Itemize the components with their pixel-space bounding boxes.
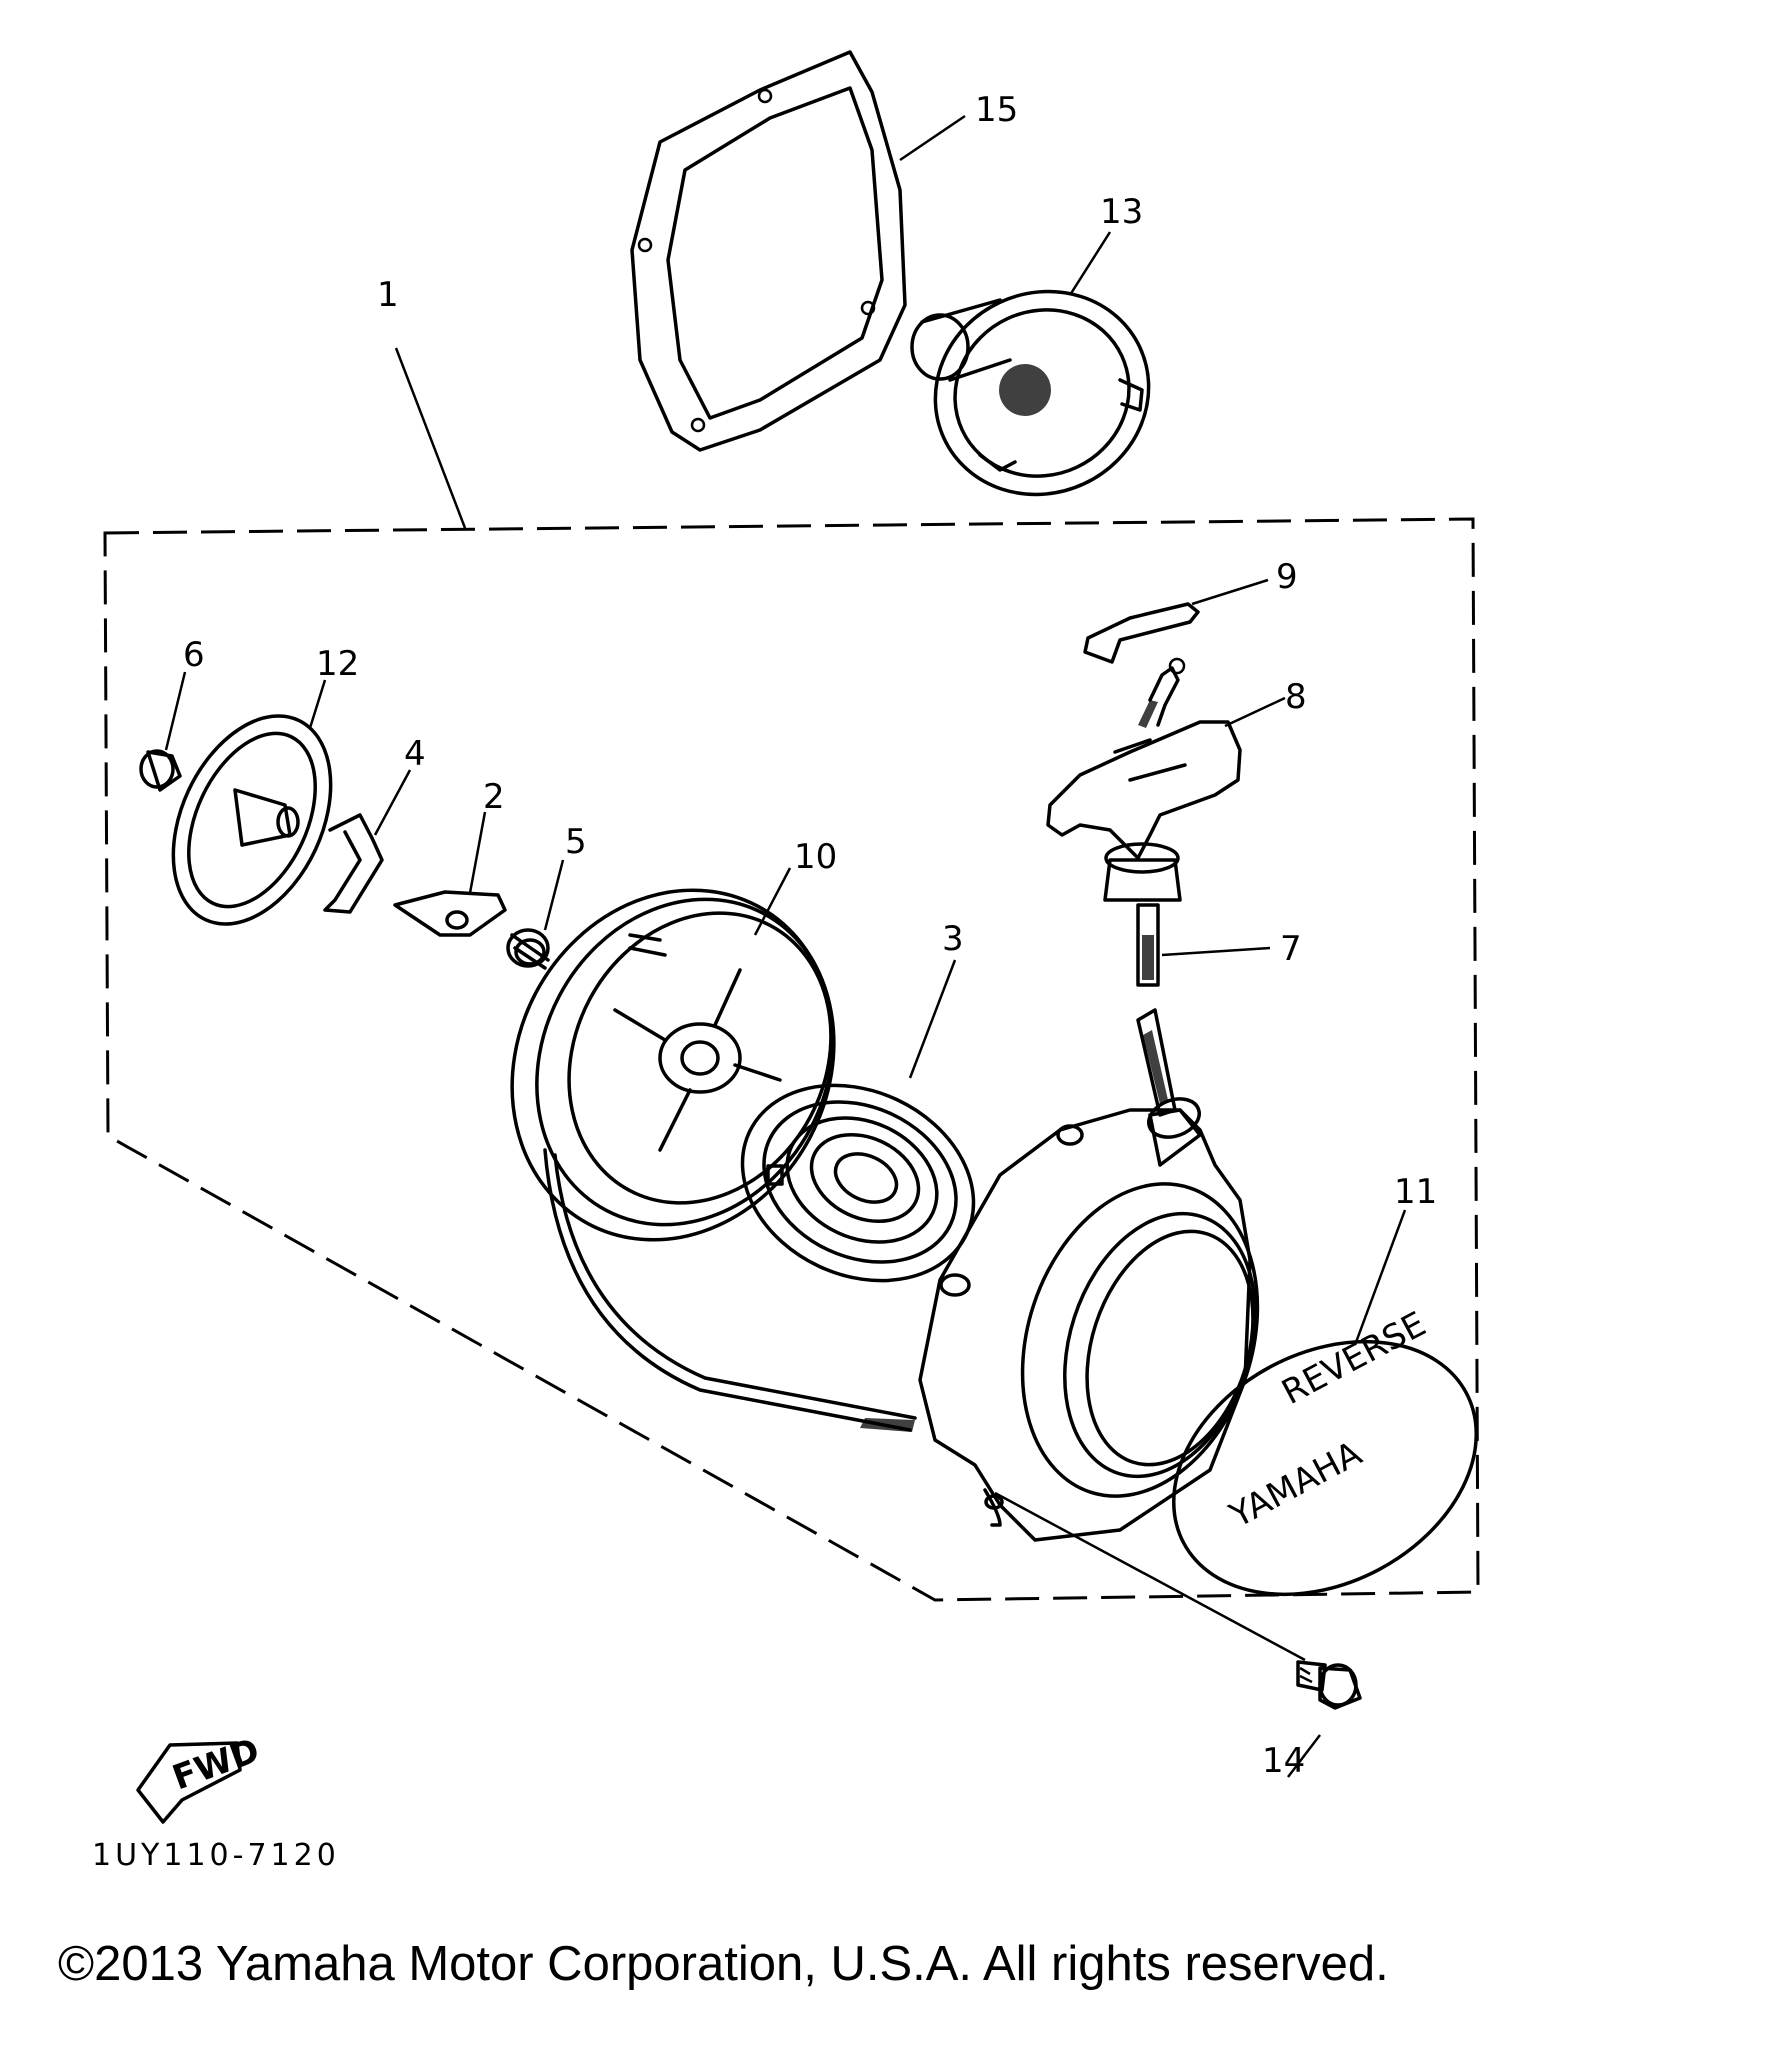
callout-13: 13 (1100, 192, 1143, 232)
sheave-drum (510, 888, 836, 1242)
leader-15 (899, 114, 966, 162)
leader-9 (1191, 578, 1269, 606)
callout-10: 10 (794, 837, 837, 877)
leader-5 (543, 859, 565, 931)
leader-11 (1353, 1209, 1407, 1346)
leader-14-case (994, 1491, 1306, 1662)
copyright-footer: ©2013 Yamaha Motor Corporation, U.S.A. A… (58, 1937, 1389, 1991)
callout-2: 2 (483, 777, 505, 817)
clip (323, 813, 384, 914)
leader-2 (468, 811, 487, 894)
leader-13 (1068, 231, 1112, 296)
callout-1: 1 (377, 275, 399, 315)
gasket (630, 50, 907, 452)
svg-text:REVERSE: REVERSE (1275, 1304, 1432, 1413)
leader-1 (394, 347, 467, 529)
leader-3 (908, 959, 957, 1079)
pulley-cam (910, 289, 1151, 497)
svg-text:YAMAHA: YAMAHA (1223, 1434, 1369, 1537)
starter-rope (1136, 903, 1160, 987)
callout-4: 4 (404, 734, 426, 774)
leader-12 (308, 679, 327, 729)
callout-12: 12 (316, 644, 359, 684)
bolt (1296, 1660, 1362, 1710)
leader-7 (1161, 946, 1271, 957)
leader-8 (1224, 696, 1286, 728)
nut (139, 749, 182, 792)
handle-cap (1083, 602, 1200, 664)
drawing-code: 1UY110-7120 (92, 1838, 340, 1873)
leader-14 (1287, 1734, 1321, 1778)
leader-4 (373, 769, 412, 836)
callout-7: 7 (1280, 929, 1302, 969)
callout-15: 15 (975, 90, 1018, 130)
callout-3: 3 (942, 919, 964, 959)
forward-arrow-icon: FWD (136, 1730, 265, 1824)
spring (506, 928, 550, 970)
leader-10 (753, 867, 792, 936)
callout-5: 5 (565, 822, 587, 862)
svg-text:FWD: FWD (167, 1730, 264, 1798)
starter-case (543, 1008, 1260, 1542)
callout-11: 11 (1394, 1172, 1437, 1212)
callout-14: 14 (1262, 1741, 1305, 1781)
assembly-boundary (103, 517, 1480, 1602)
pawl (393, 890, 507, 937)
leader-6 (164, 671, 187, 751)
callout-8: 8 (1285, 677, 1307, 717)
drive-plate (171, 714, 333, 926)
starter-handle (1046, 657, 1242, 902)
callout-9: 9 (1276, 557, 1298, 597)
callout-6: 6 (183, 635, 205, 675)
